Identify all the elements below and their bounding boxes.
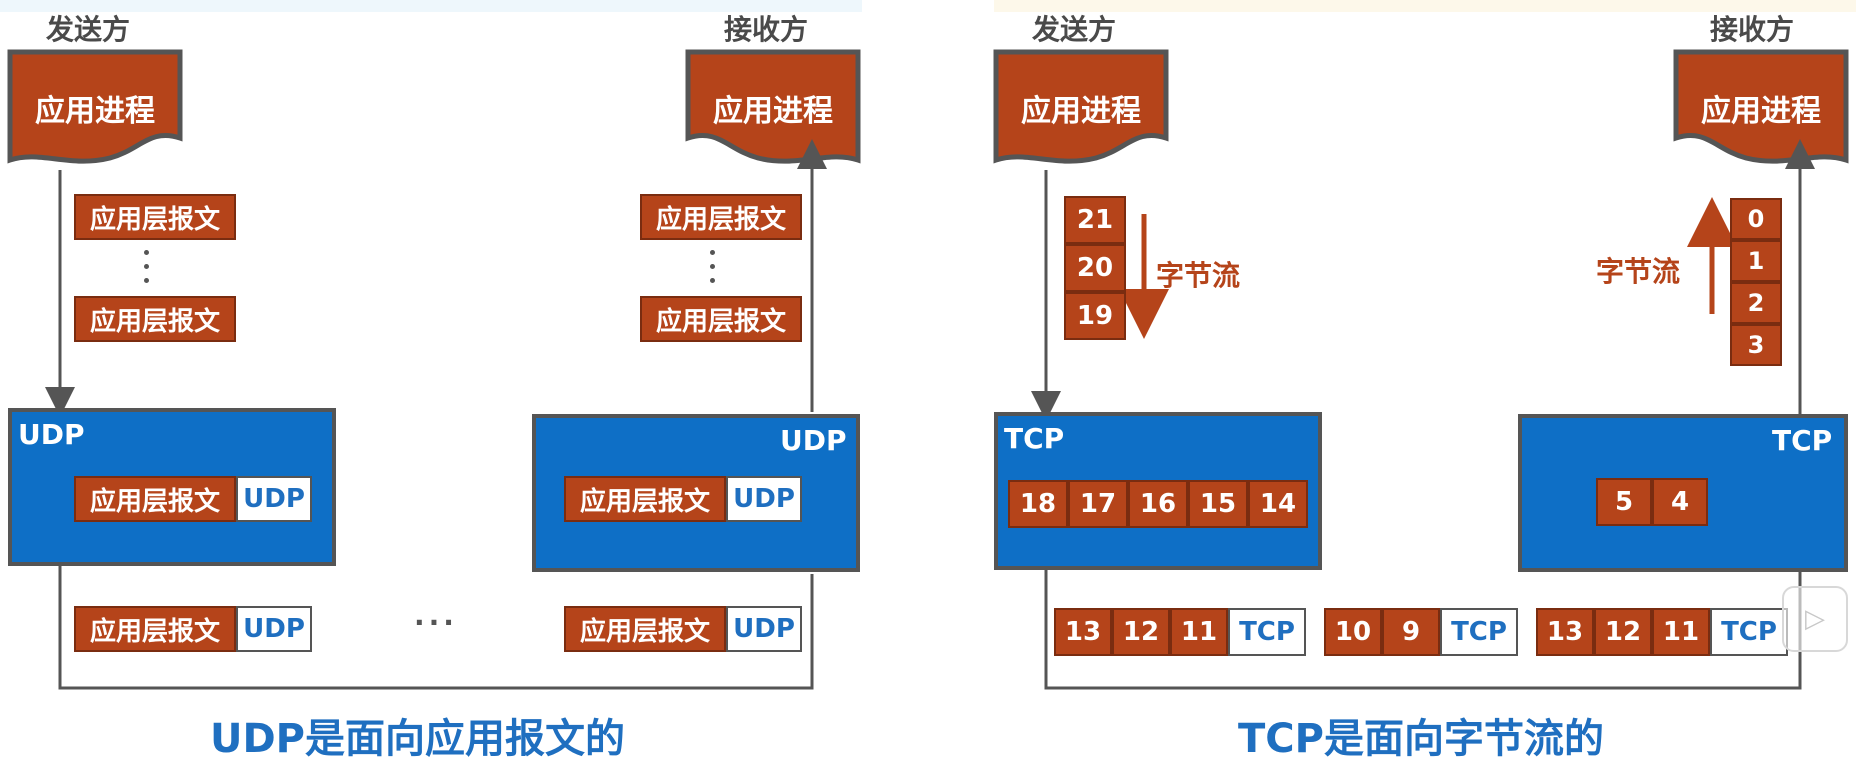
udp-sender-box-message: 应用层报文 <box>74 476 236 522</box>
tcp-segment-1-byte-2: 12 <box>1112 608 1170 656</box>
udp-transit-header-1: UDP <box>236 606 312 652</box>
udp-transit-message-2: 应用层报文 <box>564 606 726 652</box>
tcp-panel-top <box>994 0 1856 12</box>
tcp-receiver-stream-byte-1: 0 <box>1730 198 1782 240</box>
tcp-sender-process: 应用进程 <box>1021 94 1141 129</box>
tcp-segment-2-byte-1: 10 <box>1324 608 1382 656</box>
tcp-segment-3-byte-3: 11 <box>1652 608 1710 656</box>
tcp-sender-process-shape <box>993 49 1169 164</box>
tcp-sender-buffer-byte-4: 15 <box>1188 480 1248 528</box>
tcp-receiver-stream-label: 字节流 <box>1596 255 1681 288</box>
tcp-receiver-box-label: TCP <box>1772 424 1833 457</box>
udp-receiver-vertical-dots <box>710 250 716 292</box>
play-icon[interactable]: ▷ <box>1782 586 1848 652</box>
tcp-sender-buffer-byte-3: 16 <box>1128 480 1188 528</box>
tcp-segment-3-byte-1: 13 <box>1536 608 1594 656</box>
tcp-receiver-stream-byte-3: 2 <box>1730 282 1782 324</box>
udp-sender-process: 应用进程 <box>35 94 155 129</box>
tcp-sender-buffer-byte-1: 18 <box>1008 480 1068 528</box>
udp-sender-vertical-dots <box>144 250 150 292</box>
tcp-segment-2-byte-2: 9 <box>1382 608 1440 656</box>
tcp-segment-3-byte-2: 12 <box>1594 608 1652 656</box>
udp-receiver-process-shape <box>685 49 861 164</box>
tcp-receiver-stream-byte-2: 1 <box>1730 240 1782 282</box>
udp-sender-box-label: UDP <box>18 418 85 451</box>
udp-receiver-box-message: 应用层报文 <box>564 476 726 522</box>
udp-sender-app-message-1: 应用层报文 <box>74 194 236 240</box>
tcp-segment-1-byte-3: 11 <box>1170 608 1228 656</box>
udp-caption: UDP是面向应用报文的 <box>210 716 625 762</box>
udp-transit-message-1: 应用层报文 <box>74 606 236 652</box>
tcp-caption: TCP是面向字节流的 <box>1238 716 1604 762</box>
udp-receiver-process: 应用进程 <box>713 94 833 129</box>
udp-transit-ellipsis: ··· <box>414 606 458 639</box>
udp-sender-label: 发送方 <box>46 13 131 46</box>
tcp-receiver-buffer-byte-1: 5 <box>1596 478 1652 526</box>
udp-sender-box-header: UDP <box>236 476 312 522</box>
tcp-receiver-label: 接收方 <box>1710 13 1795 46</box>
tcp-sender-buffer-byte-5: 14 <box>1248 480 1308 528</box>
udp-panel-top <box>0 0 862 12</box>
udp-receiver-box-label: UDP <box>780 424 847 457</box>
tcp-segment-1-byte-1: 13 <box>1054 608 1112 656</box>
tcp-segment-3-header: TCP <box>1710 608 1788 656</box>
tcp-segment-2-header: TCP <box>1440 608 1518 656</box>
tcp-segment-1-header: TCP <box>1228 608 1306 656</box>
tcp-receiver-process: 应用进程 <box>1701 94 1821 129</box>
tcp-receiver-buffer-byte-2: 4 <box>1652 478 1708 526</box>
tcp-sender-stream-byte-1: 21 <box>1064 196 1126 244</box>
udp-sender-app-message-2: 应用层报文 <box>74 296 236 342</box>
tcp-sender-box-label: TCP <box>1004 422 1065 455</box>
udp-receiver-label: 接收方 <box>724 13 809 46</box>
udp-receiver-app-message-1: 应用层报文 <box>640 194 802 240</box>
tcp-sender-label: 发送方 <box>1032 13 1117 46</box>
udp-sender-process-shape <box>7 49 183 164</box>
udp-receiver-app-message-2: 应用层报文 <box>640 296 802 342</box>
tcp-sender-stream-byte-3: 19 <box>1064 292 1126 340</box>
tcp-receiver-stream-byte-4: 3 <box>1730 324 1782 366</box>
udp-transit-header-2: UDP <box>726 606 802 652</box>
tcp-sender-stream-byte-2: 20 <box>1064 244 1126 292</box>
tcp-sender-stream-label: 字节流 <box>1156 259 1241 292</box>
tcp-sender-buffer-byte-2: 17 <box>1068 480 1128 528</box>
udp-receiver-box-header: UDP <box>726 476 802 522</box>
tcp-receiver-process-shape <box>1673 49 1849 164</box>
